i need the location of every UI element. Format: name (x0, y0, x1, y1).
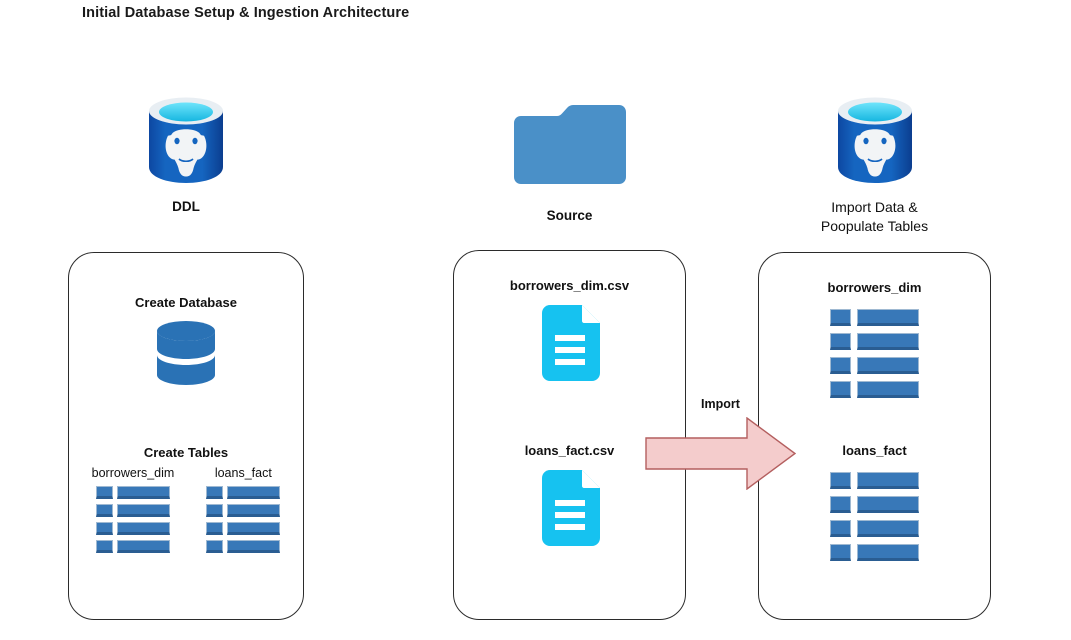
target-caption: Import Data & Poopulate Tables (821, 198, 928, 236)
table-grid-icon (830, 472, 919, 568)
target-header: Import Data & Poopulate Tables (758, 93, 991, 236)
create-database-label: Create Database (135, 295, 237, 310)
target-table-borrowers-dim: borrowers_dim (759, 280, 990, 405)
create-tables-label: Create Tables (143, 445, 229, 460)
diagram-title: Initial Database Setup & Ingestion Archi… (82, 5, 410, 21)
table-unit-loans-fact: loans_fact (206, 466, 281, 558)
source-file-loans-fact: loans_fact.csv (454, 443, 685, 548)
table-grid-icon (830, 309, 919, 405)
folder-icon (513, 105, 626, 184)
target-table-name: borrowers_dim (827, 280, 922, 295)
panel-target: borrowers_dim loans_fact (758, 252, 991, 620)
import-label: Import (701, 397, 740, 411)
postgresql-cylinder-icon (837, 97, 912, 183)
target-table-name: loans_fact (842, 443, 907, 458)
table-grid-icon (206, 486, 281, 558)
csv-document-icon (541, 305, 600, 381)
right-arrow-icon (645, 417, 796, 490)
table-grid-icon (95, 486, 170, 558)
csv-document-icon (541, 470, 600, 546)
panel-ddl: Create Database Create Tables borrowers_… (68, 252, 304, 620)
source-header: Source (453, 99, 686, 225)
source-file-borrowers-dim: borrowers_dim.csv (454, 278, 685, 383)
database-cylinder-icon (157, 321, 215, 385)
postgresql-cylinder-icon (149, 97, 223, 183)
target-caption-line2: Poopulate Tables (820, 217, 929, 234)
target-table-loans-fact: loans_fact (759, 443, 990, 568)
table-name-borrowers-dim: borrowers_dim (91, 466, 175, 480)
source-file-name: loans_fact.csv (524, 443, 615, 458)
target-caption-line1: Import Data & (831, 199, 918, 215)
ddl-caption: DDL (172, 199, 200, 214)
table-name-loans-fact: loans_fact (214, 466, 272, 480)
source-caption: Source (546, 208, 593, 223)
panel-source: borrowers_dim.csv loans_fact.csv (453, 250, 686, 620)
create-tables-block: Create Tables borrowers_dim (69, 445, 303, 558)
create-database-block: Create Database (69, 295, 303, 389)
table-unit-borrowers-dim: borrowers_dim (91, 466, 175, 558)
source-file-name: borrowers_dim.csv (509, 278, 630, 293)
ddl-header: DDL (68, 93, 304, 216)
